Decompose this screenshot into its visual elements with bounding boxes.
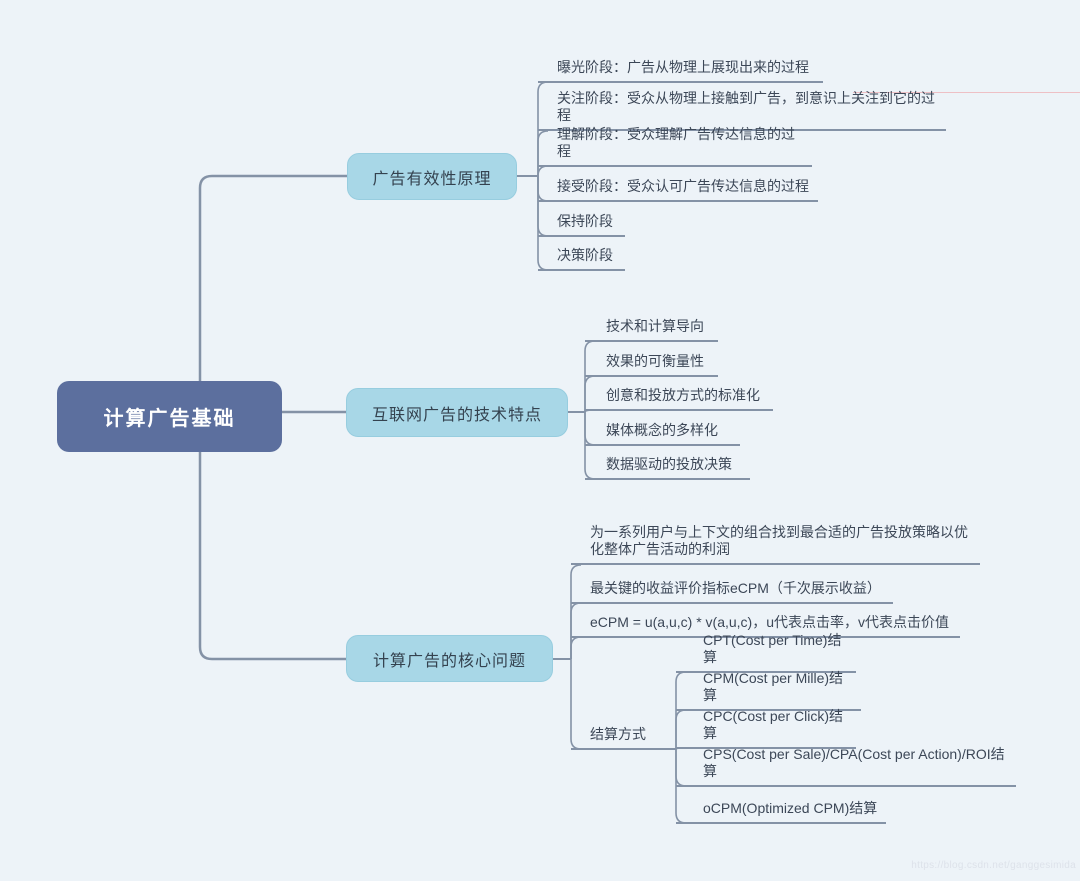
csdn-watermark: https://blog.csdn.net/ganggesimida — [911, 860, 1076, 871]
leaf-data-driven-decision: 数据驱动的投放决策 — [585, 454, 750, 480]
branch-node-internet-ad-tech: 互联网广告的技术特点 — [346, 388, 568, 437]
leaf-cpc-settlement: CPC(Cost per Click)结算 — [676, 708, 856, 749]
leaf-cpt-settlement: CPT(Cost per Time)结算 — [676, 632, 856, 673]
leaf-cps-cpa-roi-settlement: CPS(Cost per Sale)/CPA(Cost per Action)/… — [676, 746, 1016, 787]
leaf-decision-stage: 决策阶段 — [538, 245, 625, 271]
leaf-settlement-methods: 结算方式 — [571, 724, 676, 750]
leaf-ecpm-metric: 最关键的收益评价指标eCPM（千次展示收益） — [571, 578, 893, 604]
leaf-acceptance-stage: 接受阶段：受众认可广告传达信息的过程 — [538, 176, 818, 202]
leaf-comprehension-stage: 理解阶段：受众理解广告传达信息的过程 — [538, 126, 812, 167]
leaf-diverse-media: 媒体概念的多样化 — [585, 420, 740, 446]
leaf-standardized-creative: 创意和投放方式的标准化 — [585, 385, 773, 411]
leaf-ocpm-settlement: oCPM(Optimized CPM)结算 — [676, 798, 886, 824]
root-node: 计算广告基础 — [57, 381, 282, 452]
leaf-core-problem-statement: 为一系列用户与上下文的组合找到最合适的广告投放策略以优化整体广告活动的利润 — [571, 524, 980, 565]
branch-node-core-problem: 计算广告的核心问题 — [346, 635, 553, 682]
leaf-exposure-stage: 曝光阶段：广告从物理上展现出来的过程 — [538, 57, 823, 83]
leaf-measurable-effect: 效果的可衡量性 — [585, 351, 718, 377]
leaf-retention-stage: 保持阶段 — [538, 211, 625, 237]
red-artifact-line — [853, 92, 1080, 93]
branch-node-ad-effectiveness: 广告有效性原理 — [347, 153, 517, 200]
leaf-tech-computation-oriented: 技术和计算导向 — [585, 316, 718, 342]
leaf-cpm-settlement: CPM(Cost per Mille)结算 — [676, 670, 861, 711]
leaf-attention-stage: 关注阶段：受众从物理上接触到广告，到意识上关注到它的过程 — [538, 90, 946, 131]
leaf-ecpm-formula: eCPM = u(a,u,c) * v(a,u,c)，u代表点击率，v代表点击价… — [571, 612, 960, 638]
